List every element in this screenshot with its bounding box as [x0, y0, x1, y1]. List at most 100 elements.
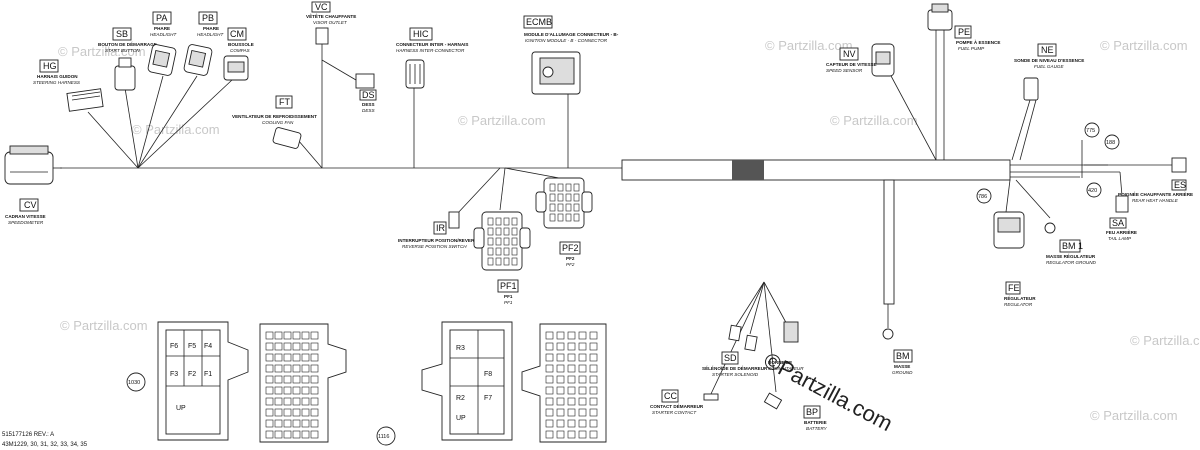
ref-number: 1116	[378, 434, 389, 440]
connector-label-fr: FEU ARRIÈRE	[1106, 228, 1137, 235]
connector-pin	[545, 364, 554, 373]
connector-label-fr: PHARE	[154, 26, 170, 31]
main-harness	[60, 159, 1175, 181]
connector-pin	[301, 386, 310, 395]
connector-pin	[310, 386, 319, 395]
connector-label-fr: POMPE À ESSENCE	[956, 39, 1000, 45]
connector-pin	[503, 257, 510, 266]
connector-pin	[567, 331, 576, 340]
connector-pin	[265, 364, 274, 373]
fuse-pin-label: F6	[170, 343, 178, 350]
connector-pin	[567, 375, 576, 384]
fuse-pin-label: UP	[176, 405, 186, 412]
connector-pin	[565, 213, 572, 222]
connector-pin	[274, 386, 283, 395]
ref-number: 420	[1088, 188, 1097, 194]
connector-label-fr: MASSE RÉGULATEUR	[1046, 252, 1096, 259]
connector-code: FT	[279, 97, 290, 107]
connector-pin	[567, 364, 576, 373]
starter-branch-wires	[703, 281, 799, 410]
speed-sensor-connector: NV CAPTEUR DE VITESSE SPEED SENSOR	[826, 43, 895, 77]
connector-pin	[556, 331, 565, 340]
fuse-box-1: F6 F5 F4 F3 F2 F1 UP	[157, 321, 249, 441]
fuel-pump-connector: PE POMPE À ESSENCE FUEL PUMP	[927, 3, 1000, 51]
ref-number: 1030	[128, 380, 140, 386]
start-button-connector: SB BOUTON DE DÉMARRAGE START BUTTON	[98, 27, 157, 91]
connector-pin	[310, 364, 319, 373]
connector-pin	[565, 193, 572, 202]
connector-pin	[283, 353, 292, 362]
connector-pin	[292, 331, 301, 340]
connector-pin	[549, 203, 556, 212]
connector-label-fr: POIGNÉE CHAUFFANTE ARRIÈRE	[1118, 190, 1193, 197]
connector-label-fr: HARNAIS GUIDON	[37, 74, 78, 79]
connector-pin	[310, 375, 319, 384]
connector-pin	[301, 375, 310, 384]
connector-pin	[549, 193, 556, 202]
connector-label-fr: RÉGULATEUR	[1004, 294, 1036, 301]
fuse-box-1-rear	[259, 323, 347, 443]
visor-outlet-connector: VC VÊTÊTE CHAUFFANTE VISOR OUTLET	[306, 1, 356, 45]
connector-pin	[310, 331, 319, 340]
fuse-pin-label: F8	[484, 371, 492, 378]
connector-pin	[589, 353, 598, 362]
connector-label-en: REGULATOR GROUND	[1046, 260, 1097, 265]
connector-pin	[310, 353, 319, 362]
connector-pin	[283, 408, 292, 417]
connector-label-fr: CONNECTEUR INTER - HARNAIS	[396, 42, 468, 47]
connector-label-fr: PF1	[504, 294, 513, 299]
connector-label-en: DESS	[362, 108, 375, 113]
watermark: © Partzilla.com	[1130, 333, 1200, 348]
fuse-pin-label: R3	[456, 345, 465, 352]
connector-code: ECMB	[526, 17, 552, 27]
fuse-box-2: R3 F8 R2 F7 UP	[421, 321, 513, 441]
connector-pin	[545, 331, 554, 340]
connector-code: CV	[24, 200, 37, 210]
watermark: © Partzilla.com	[765, 38, 853, 53]
connector-pin	[301, 353, 310, 362]
connector-pin	[301, 364, 310, 373]
front-branch-wires	[87, 44, 571, 216]
connector-pin	[292, 375, 301, 384]
connector-pin	[556, 386, 565, 395]
connector-pin	[589, 397, 598, 406]
connector-pin	[503, 237, 510, 246]
document-footer: 515177126 REV.: A 43M1229, 30, 31, 32, 3…	[2, 432, 88, 448]
connector-pin	[565, 203, 572, 212]
watermark: © Partzilla.com	[58, 44, 146, 59]
connector-pin	[556, 342, 565, 351]
connector-code: SB	[116, 29, 128, 39]
connector-label-en: BATTERY	[806, 426, 828, 431]
connector-pin	[310, 342, 319, 351]
connector-pin	[589, 375, 598, 384]
connector-pin	[301, 408, 310, 417]
reference-bubbles: 775 188 420 786 1030 1116	[126, 122, 1120, 446]
rear-heat-handle-connector: ES POIGNÉE CHAUFFANTE ARRIÈRE REAR HEAT …	[1118, 157, 1193, 203]
connector-label-fr: CONTACT DÉMARREUR	[650, 402, 704, 409]
connector-label-en: HEADLIGHT	[150, 32, 177, 37]
connector-pin	[578, 375, 587, 384]
connector-pin	[265, 331, 274, 340]
connector-pin	[567, 386, 576, 395]
connector-pin	[265, 419, 274, 428]
connector-pin	[292, 397, 301, 406]
watermark: © Partzilla.com	[60, 318, 148, 333]
connector-label-fr: MASSE	[894, 364, 910, 369]
connector-code: ES	[1174, 180, 1186, 190]
connector-pin	[589, 331, 598, 340]
connector-label-fr: CAPTEUR DE VITESSE	[826, 62, 877, 67]
connector-label-en: COMPAS	[230, 48, 251, 53]
connector-pin	[511, 217, 518, 226]
connector-pin	[283, 386, 292, 395]
connector-pin	[283, 397, 292, 406]
connector-label-en: FUEL PUMP	[958, 46, 985, 51]
watermark: © Partzilla.com	[1090, 408, 1178, 423]
connector-pin	[274, 397, 283, 406]
rear-branch-wires	[882, 30, 1123, 340]
connector-label-fr: VENTILATEUR DE REFROIDISSEMENT	[232, 114, 317, 119]
connector-pin	[274, 364, 283, 373]
connector-pin	[274, 331, 283, 340]
commutator-terminal-label: BORNE DE COMMUTATEUR	[768, 360, 804, 371]
watermark: © Partzilla.com	[830, 113, 918, 128]
